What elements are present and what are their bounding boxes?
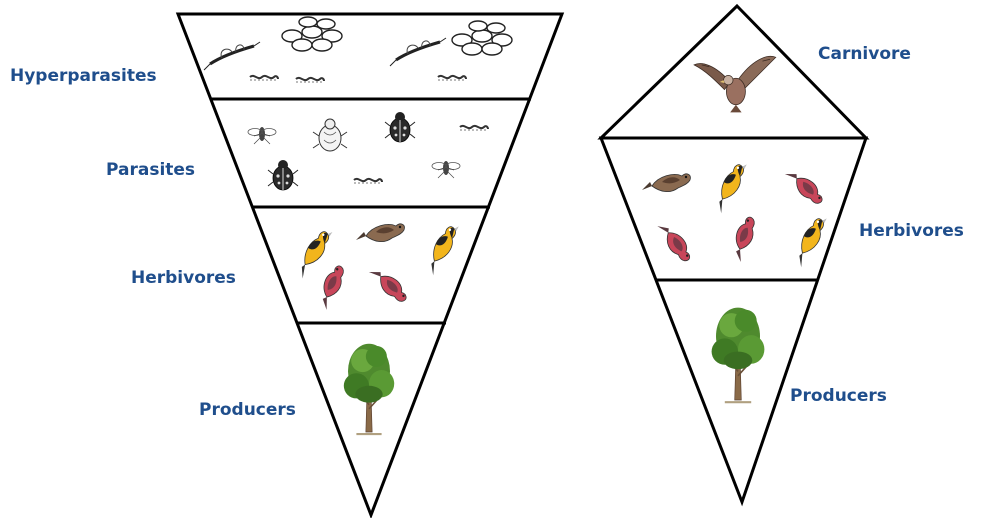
bird-icon: [642, 174, 690, 192]
tree-icon: [712, 308, 765, 403]
right-pyramid-top: [601, 6, 866, 138]
left-level-producers: [344, 344, 394, 434]
bird-icon: [416, 222, 472, 275]
beetle-icon: [268, 160, 298, 190]
left-pyramid: [178, 14, 562, 515]
right-pyramid: [601, 6, 866, 502]
label-producers-left: Producers: [199, 402, 296, 419]
beetle-icon: [313, 119, 347, 151]
tree-icon: [344, 344, 394, 434]
label-herbivores-left: Herbivores: [131, 270, 236, 287]
bird-icon: [369, 262, 408, 309]
hawk-icon: [694, 56, 776, 112]
bird-icon: [657, 219, 691, 266]
bird-icon: [356, 224, 404, 242]
bird-icon: [724, 215, 765, 262]
left-level-hyperparasites: [178, 14, 562, 99]
bird-icon: [704, 160, 760, 213]
beetle-icon: [385, 112, 415, 142]
label-hyperparasites: Hyperparasites: [10, 68, 157, 85]
larva-icon: [354, 179, 382, 183]
fly-icon: [432, 161, 460, 178]
larva-icon: [460, 126, 488, 130]
right-level-carnivore: [694, 56, 776, 112]
label-parasites: Parasites: [106, 162, 195, 179]
bird-icon: [311, 264, 354, 310]
left-level-herbivores: [287, 222, 472, 310]
label-herbivores-right: Herbivores: [859, 223, 964, 240]
bird-icon: [785, 164, 824, 211]
fly-icon: [248, 127, 276, 144]
right-level-herbivores: [642, 160, 840, 267]
right-level-producers: [712, 308, 765, 403]
label-producers-right: Producers: [790, 388, 887, 405]
left-level-parasites: [248, 112, 488, 190]
label-carnivore: Carnivore: [818, 46, 911, 63]
